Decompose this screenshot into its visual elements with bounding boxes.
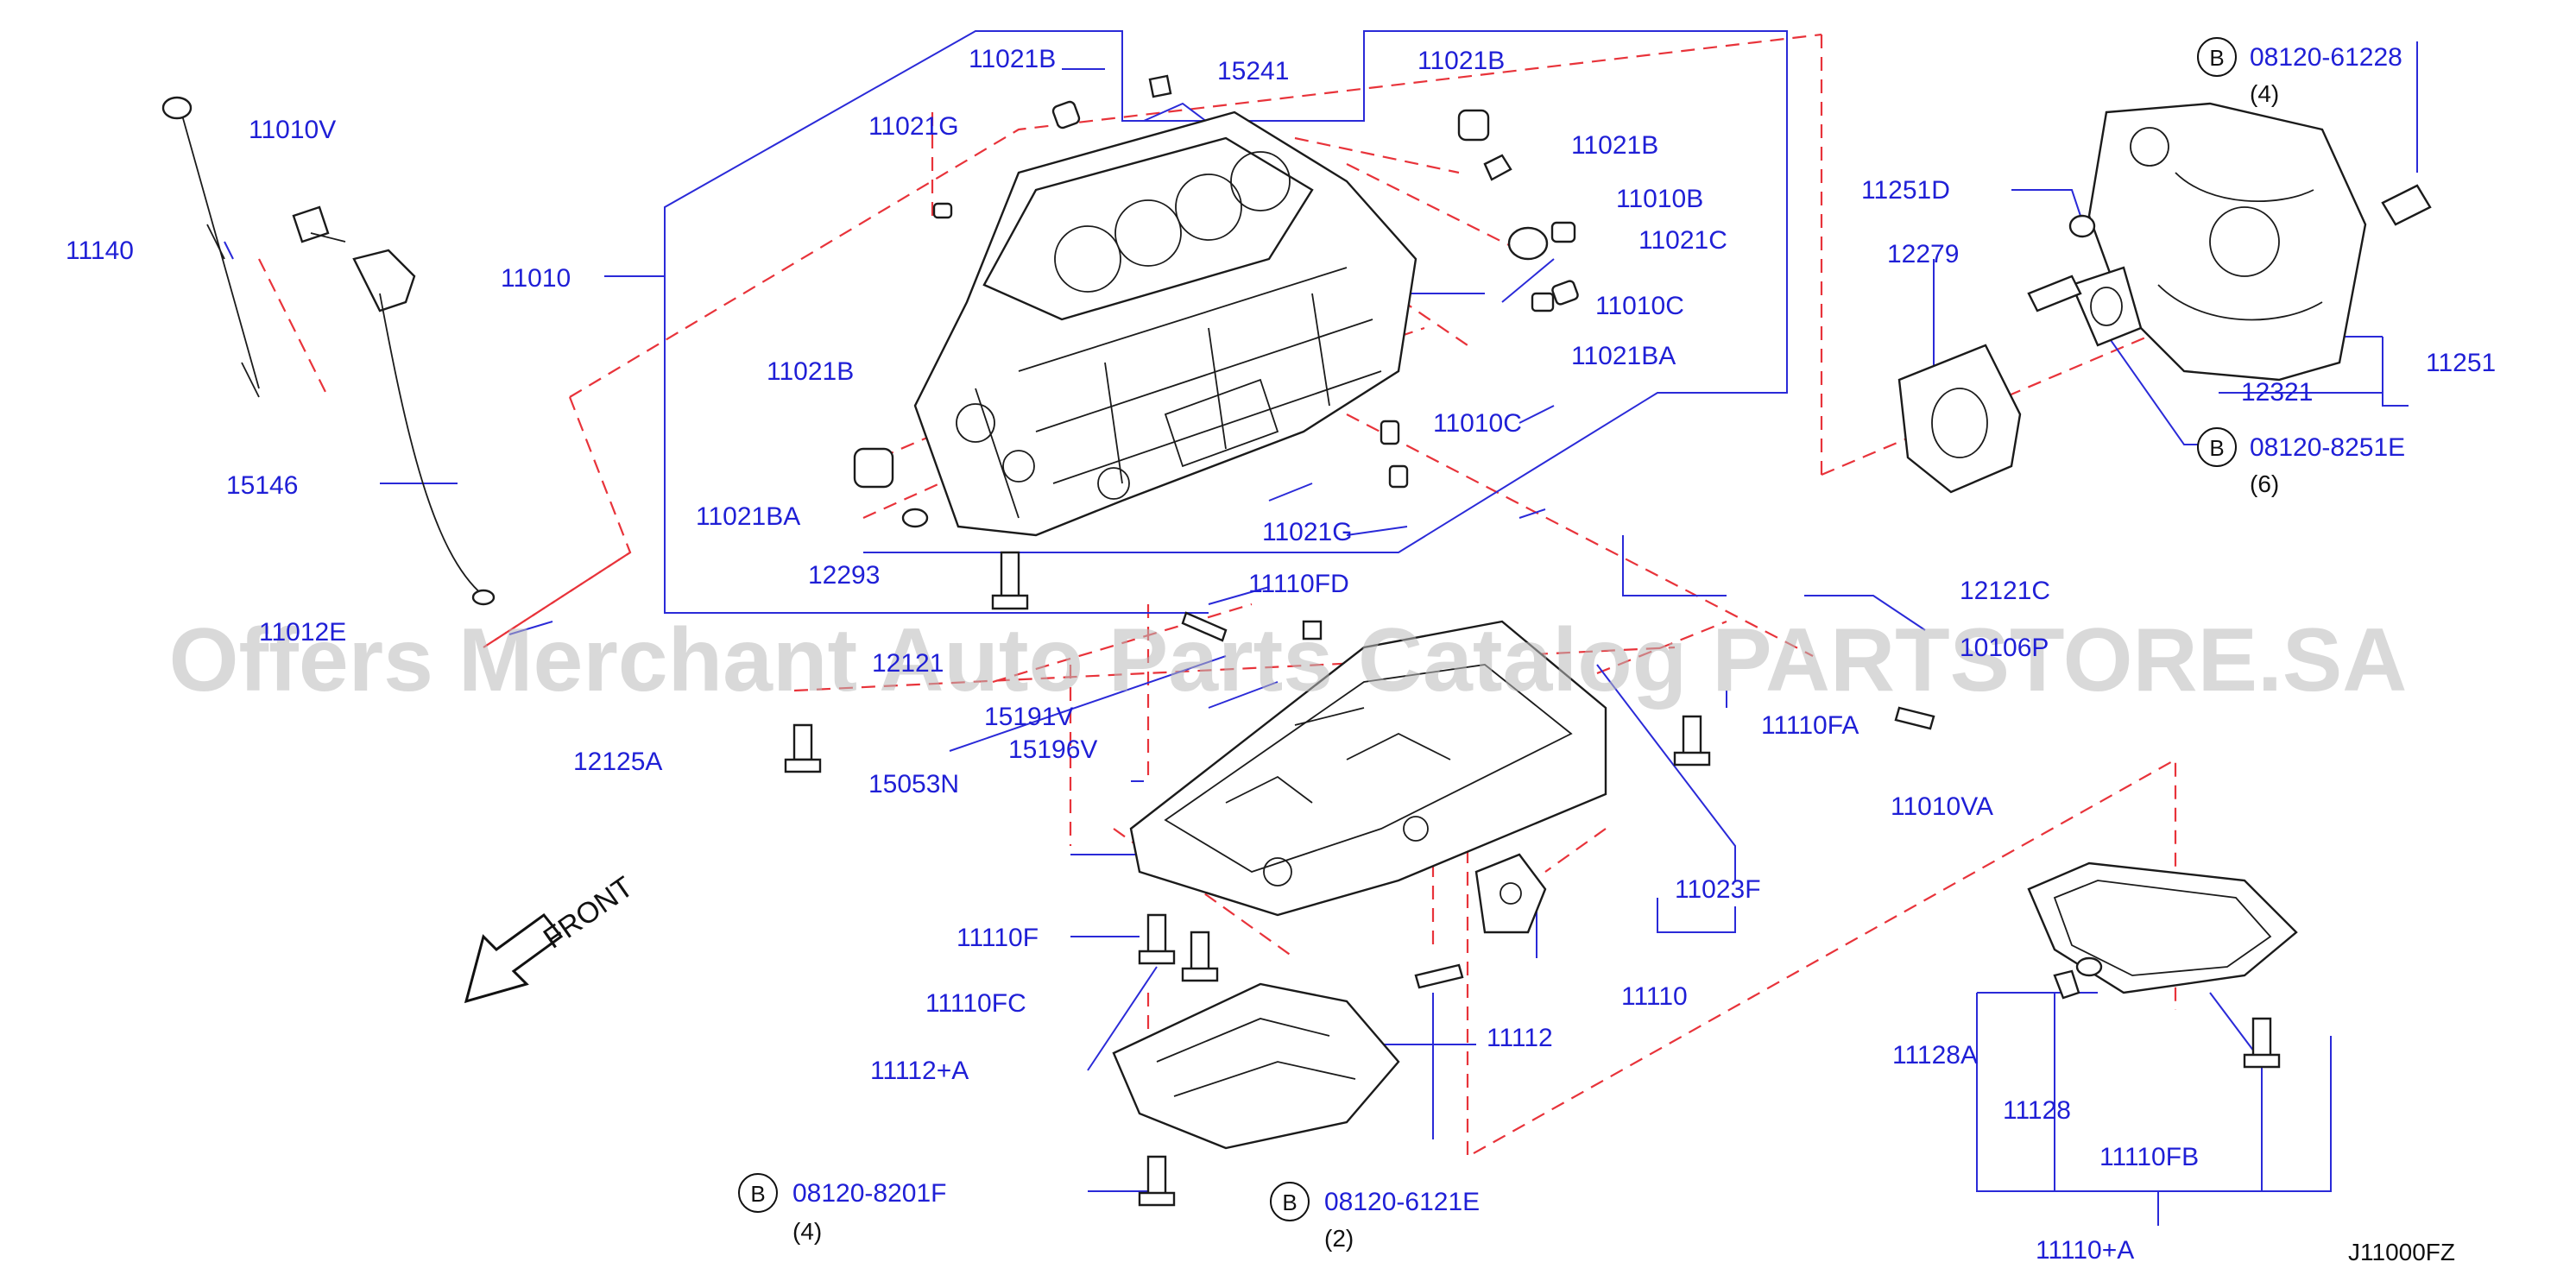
- bolt-part-08120-8251E: 08120-8251E: [2250, 433, 2405, 462]
- bolt-qty-3: (4): [792, 1218, 822, 1245]
- label-11021B-a[interactable]: 11021B: [969, 45, 1056, 73]
- bolt-drawings: [784, 74, 2281, 1207]
- label-11140[interactable]: 11140: [66, 237, 134, 265]
- baffle-plate-drawing: [1112, 982, 1400, 1150]
- label-11251D[interactable]: 11251D: [1861, 176, 1950, 205]
- label-11110FC[interactable]: 11110FC: [925, 989, 1026, 1018]
- watermark: Offers Merchant Auto Parts Catalog PARTS…: [169, 610, 2408, 710]
- bolt-callout-b2[interactable]: B 08120-8251E (6): [2197, 427, 2405, 497]
- label-11110[interactable]: 11110: [1621, 982, 1688, 1011]
- label-11012E[interactable]: 11012E: [259, 618, 346, 647]
- label-11010[interactable]: 11010: [501, 264, 571, 293]
- label-11110A[interactable]: 11110+A: [2036, 1236, 2134, 1265]
- label-15146[interactable]: 15146: [226, 471, 298, 500]
- label-11112[interactable]: 11112: [1487, 1024, 1553, 1052]
- oil-strainer-drawing: [1474, 853, 1547, 934]
- label-12293[interactable]: 12293: [808, 561, 880, 590]
- block-small-parts: [853, 100, 1579, 528]
- bolt-part-08120-6121E: 08120-6121E: [1324, 1188, 1480, 1216]
- label-11010B[interactable]: 11010B: [1616, 185, 1703, 213]
- label-12279[interactable]: 12279: [1887, 240, 1959, 268]
- bolt-callout-b3[interactable]: B 08120-8201F (4): [738, 1173, 946, 1245]
- bolt-callout-b1[interactable]: B 08120-61228 (4): [2197, 37, 2402, 107]
- label-11021BA-a[interactable]: 11021BA: [1571, 342, 1676, 370]
- bolt-callout-b4[interactable]: B 08120-6121E (2): [1270, 1182, 1480, 1252]
- label-15196V[interactable]: 15196V: [1008, 735, 1097, 764]
- lower-oil-pan-drawing: [2027, 861, 2298, 1000]
- label-11021G-b[interactable]: 11021G: [1262, 518, 1353, 546]
- label-11128A[interactable]: 11128A: [1892, 1041, 1978, 1070]
- label-15191V[interactable]: 15191V: [984, 703, 1073, 731]
- label-11010C-b[interactable]: 11010C: [1433, 409, 1522, 438]
- label-12121C[interactable]: 12121C: [1960, 577, 2050, 605]
- bolt-qty-2: (6): [2250, 470, 2279, 497]
- b-mark-3: B: [750, 1181, 765, 1207]
- rear-plate-drawing: [2087, 102, 2367, 382]
- dipstick-drawing: [161, 96, 496, 606]
- label-11251[interactable]: 11251: [2426, 349, 2496, 377]
- cylinder-block-drawing: [913, 110, 1417, 537]
- label-11110FB[interactable]: 11110FB: [2099, 1143, 2199, 1171]
- label-10106P[interactable]: 10106P: [1960, 634, 2049, 662]
- label-11021C[interactable]: 11021C: [1638, 226, 1727, 255]
- label-15053N[interactable]: 15053N: [868, 770, 959, 798]
- bolt-part-08120-8201F: 08120-8201F: [792, 1179, 946, 1208]
- label-11110FA[interactable]: 11110FA: [1761, 711, 1859, 740]
- label-11010V[interactable]: 11010V: [249, 116, 336, 144]
- label-12125A[interactable]: 12125A: [573, 748, 662, 776]
- front-direction-indicator: FRONT: [464, 870, 640, 1004]
- label-11110FD[interactable]: 11110FD: [1248, 570, 1349, 598]
- bolt-qty-1: (4): [2250, 80, 2279, 107]
- label-11021B-c[interactable]: 11021B: [1571, 131, 1658, 160]
- upper-oil-pan-drawing: [1129, 620, 1607, 917]
- front-arrow-icon: [464, 912, 564, 1004]
- label-12121[interactable]: 12121: [872, 649, 944, 678]
- bolt-part-08120-61228: 08120-61228: [2250, 43, 2402, 72]
- figure-code: J11000FZ: [2348, 1239, 2455, 1265]
- seal-retainer-drawing: [1897, 184, 2432, 494]
- label-11021BA-b[interactable]: 11021BA: [696, 502, 800, 531]
- label-11110F[interactable]: 11110F: [957, 924, 1039, 952]
- label-12321[interactable]: 12321: [2241, 378, 2313, 407]
- label-11021G-a[interactable]: 11021G: [868, 112, 959, 141]
- label-11112A[interactable]: 11112+A: [870, 1057, 969, 1085]
- label-11010VA[interactable]: 11010VA: [1891, 792, 1993, 821]
- label-11010C-a[interactable]: 11010C: [1595, 292, 1684, 320]
- part-labels: 11021B 15241 11021B 11010V 11021G 11021B…: [66, 45, 2496, 1265]
- b-mark-4: B: [1282, 1190, 1297, 1215]
- label-11021B-b[interactable]: 11021B: [1417, 47, 1505, 75]
- bolt-qty-4: (2): [1324, 1225, 1354, 1252]
- label-11021B-d[interactable]: 11021B: [767, 357, 854, 386]
- front-label: FRONT: [538, 870, 640, 955]
- label-15241[interactable]: 15241: [1217, 57, 1289, 85]
- b-mark-1: B: [2209, 45, 2224, 71]
- b-mark-2: B: [2209, 435, 2224, 461]
- label-11023F[interactable]: 11023F: [1675, 875, 1761, 904]
- label-11128[interactable]: 11128: [2003, 1096, 2071, 1125]
